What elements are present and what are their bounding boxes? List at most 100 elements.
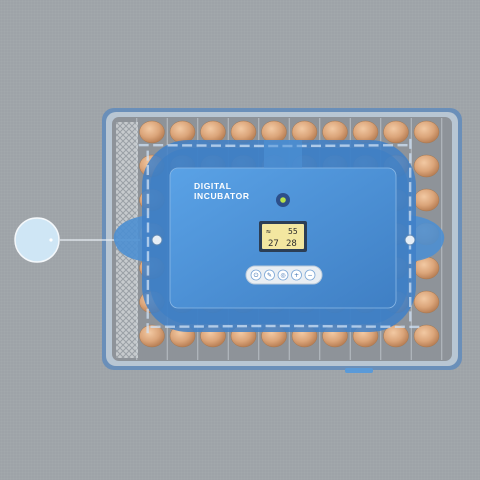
mode-button-icon: ◎ bbox=[280, 272, 285, 279]
vent-slot bbox=[409, 311, 412, 322]
plus-button[interactable]: + bbox=[291, 269, 302, 281]
vent-slot bbox=[325, 144, 336, 147]
vent-slot bbox=[146, 308, 149, 319]
vent-slot bbox=[146, 193, 150, 204]
vent-slot bbox=[408, 210, 412, 221]
mode-button[interactable]: ◎ bbox=[277, 269, 289, 281]
power-button-icon: ⏻ bbox=[254, 272, 259, 279]
vent-slot bbox=[146, 236, 150, 247]
vent-slot bbox=[322, 325, 333, 328]
egg bbox=[169, 120, 196, 144]
vent-slot bbox=[408, 253, 412, 264]
vent-slot bbox=[237, 324, 248, 328]
lcd-bottom-right: 28 bbox=[286, 239, 297, 249]
vent-slot bbox=[265, 324, 276, 328]
vent-slot bbox=[408, 182, 412, 193]
vent-slot bbox=[337, 325, 348, 328]
vent-slot bbox=[182, 144, 193, 147]
screw-left bbox=[151, 234, 163, 246]
vent-slot bbox=[225, 144, 236, 147]
vent-slot bbox=[146, 150, 149, 161]
screw-right bbox=[404, 234, 416, 246]
egg bbox=[383, 324, 409, 348]
vent-slot bbox=[339, 144, 350, 147]
vent-slot bbox=[308, 324, 319, 328]
vent-slot bbox=[239, 144, 250, 148]
mode-button-body[interactable] bbox=[277, 269, 289, 281]
vent-slot bbox=[408, 282, 412, 293]
egg bbox=[413, 120, 440, 144]
egg bbox=[352, 120, 379, 144]
egg bbox=[413, 188, 440, 212]
vent-slot bbox=[354, 144, 365, 147]
vent-slot bbox=[394, 325, 405, 328]
egg bbox=[139, 120, 165, 144]
lcd-display: ≈ 55 27 28 bbox=[259, 221, 307, 252]
vent-slot bbox=[146, 279, 150, 290]
lcd-top-left: ≈ bbox=[266, 227, 271, 236]
egg bbox=[139, 324, 165, 348]
plus-button-body[interactable] bbox=[291, 269, 302, 281]
vent-slot bbox=[208, 325, 219, 328]
vent-slot bbox=[294, 324, 305, 328]
vent-slot bbox=[146, 179, 150, 190]
button-strip: ⏻ ✎ ◎ + − bbox=[245, 265, 323, 285]
egg bbox=[413, 290, 440, 314]
vent-slot bbox=[138, 143, 149, 147]
vent-slot bbox=[153, 144, 164, 147]
vent-slot bbox=[167, 144, 178, 147]
minus-button-icon: − bbox=[307, 272, 312, 279]
vent-slot bbox=[408, 167, 412, 178]
vent-slot bbox=[150, 325, 161, 329]
vent-slot bbox=[409, 325, 420, 329]
vent-slot bbox=[193, 325, 204, 328]
brand-line-1: DIGITAL bbox=[194, 181, 232, 191]
vent-slot bbox=[253, 144, 264, 148]
lcd-bottom-left: 27 bbox=[268, 239, 279, 249]
set-button-body[interactable] bbox=[264, 269, 275, 281]
minus-button-body[interactable] bbox=[304, 269, 316, 281]
vent-slot bbox=[397, 143, 408, 147]
vent-slot bbox=[146, 265, 150, 276]
water-level-icon bbox=[14, 217, 60, 263]
bottom-tab bbox=[345, 368, 373, 373]
vent-slot bbox=[368, 144, 379, 147]
status-led-icon bbox=[276, 193, 290, 207]
vent-slot bbox=[351, 325, 362, 328]
vent-slot bbox=[380, 325, 391, 328]
egg bbox=[413, 154, 440, 178]
vent-slot bbox=[196, 144, 207, 147]
lcd-top-right: 55 bbox=[288, 227, 298, 236]
vent-slot bbox=[408, 225, 412, 236]
egg bbox=[413, 324, 440, 348]
set-button[interactable]: ✎ bbox=[264, 269, 275, 281]
vent-slot bbox=[409, 138, 412, 149]
vent-slot bbox=[146, 251, 150, 262]
vent-slot bbox=[279, 324, 290, 328]
egg bbox=[230, 120, 257, 144]
lid-vents bbox=[138, 138, 420, 334]
egg bbox=[322, 120, 348, 144]
egg bbox=[261, 120, 287, 144]
vent-slot bbox=[146, 222, 150, 233]
vent-slot bbox=[146, 294, 150, 305]
right-handle[interactable] bbox=[408, 215, 445, 262]
vent-slot bbox=[409, 153, 412, 164]
vent-slot bbox=[146, 165, 149, 176]
power-button[interactable]: ⏻ bbox=[250, 269, 262, 281]
set-button-icon: ✎ bbox=[267, 272, 272, 279]
plus-button-icon: + bbox=[294, 272, 299, 279]
power-button-body[interactable] bbox=[250, 269, 262, 281]
brand-line-2: INCUBATOR bbox=[194, 191, 250, 201]
left-handle[interactable] bbox=[113, 215, 150, 262]
egg bbox=[200, 120, 226, 144]
vent-slot bbox=[409, 296, 412, 307]
vent-slot bbox=[408, 268, 412, 279]
vent-slot bbox=[146, 208, 150, 219]
vent-slot bbox=[365, 325, 376, 328]
minus-button[interactable]: − bbox=[304, 269, 316, 281]
vent-slot bbox=[210, 144, 221, 147]
vent-slot bbox=[164, 325, 175, 328]
vent-slot bbox=[251, 324, 262, 328]
